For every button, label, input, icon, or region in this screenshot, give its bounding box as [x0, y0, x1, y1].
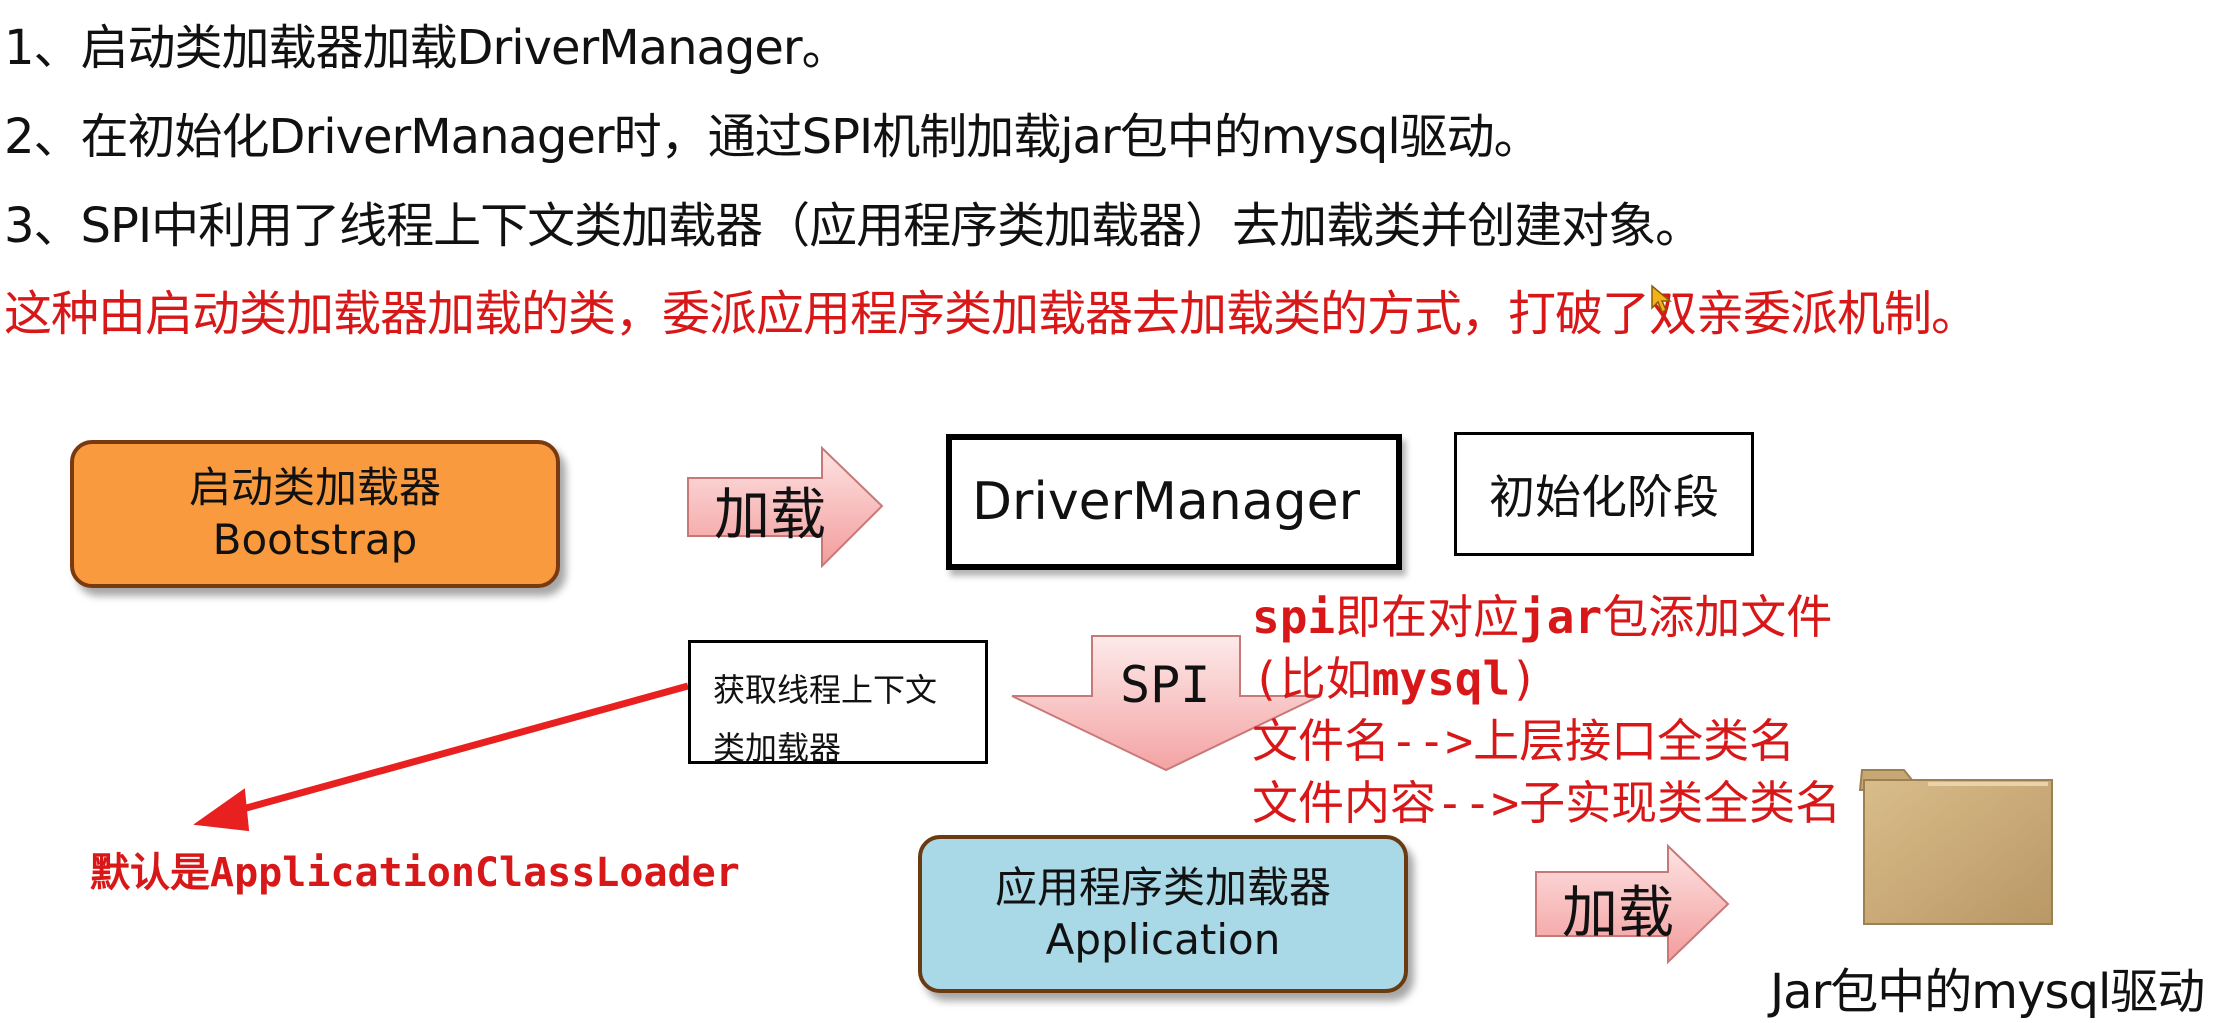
bootstrap-en-label: Bootstrap: [212, 515, 418, 564]
load-arrow-1-label: 加载: [714, 483, 826, 548]
jar-driver-label: Jar包中的mysql驱动: [1770, 964, 2205, 1020]
init-stage-label: 初始化阶段: [1489, 470, 1719, 524]
spi-note-line-4: 文件内容-->子实现类全类名: [1252, 776, 1842, 830]
context-loader-box: 获取线程上下文 类加载器: [688, 640, 988, 767]
conclusion-line: 这种由启动类加载器加载的类，委派应用程序类加载器去加载类的方式，打破了双亲委派机…: [4, 286, 1979, 342]
load-arrow-2-shape: [1535, 843, 1730, 965]
spi-arrow-label: SPI: [1120, 656, 1211, 714]
driver-manager-label: DriverManager: [972, 472, 1360, 532]
point-2: 2、在初始化DriverManager时，通过SPI机制加载jar包中的mysq…: [4, 109, 1542, 165]
context-line-2: 类加载器: [713, 729, 842, 767]
application-loader-box: 应用程序类加载器 Application: [918, 835, 1408, 993]
red-pointer-arrow: [231, 682, 689, 816]
context-line-1: 获取线程上下文: [713, 671, 938, 709]
spi-note: spi即在对应jar包添加文件 (比如mysql) 文件名-->上层接口全类名 …: [1252, 586, 1841, 834]
folder-icon: [1858, 769, 2053, 925]
spi-note-line-3: 文件名-->上层接口全类名: [1252, 714, 1796, 768]
application-en-label: Application: [1045, 915, 1281, 964]
spi-note-line-2: (比如mysql): [1252, 652, 1538, 706]
bootstrap-cn-label: 启动类加载器: [188, 462, 441, 512]
point-3: 3、SPI中利用了线程上下文类加载器（应用程序类加载器）去加载类并创建对象。: [4, 198, 1703, 254]
init-stage-box: 初始化阶段: [1454, 432, 1754, 556]
bootstrap-loader-box: 启动类加载器 Bootstrap: [70, 440, 560, 588]
load-arrow-2-label: 加载: [1562, 881, 1674, 946]
spi-arrow-shape: [1011, 635, 1321, 772]
spi-note-line-1: spi即在对应jar包添加文件: [1252, 590, 1833, 644]
driver-manager-box: DriverManager: [946, 434, 1402, 570]
point-1: 1、启动类加载器加载DriverManager。: [4, 20, 850, 76]
application-cn-label: 应用程序类加载器: [994, 862, 1331, 912]
load-arrow-1-shape: [687, 445, 884, 569]
cursor-icon: [1651, 284, 1672, 314]
default-loader-label: 默认是ApplicationClassLoader: [90, 850, 740, 896]
